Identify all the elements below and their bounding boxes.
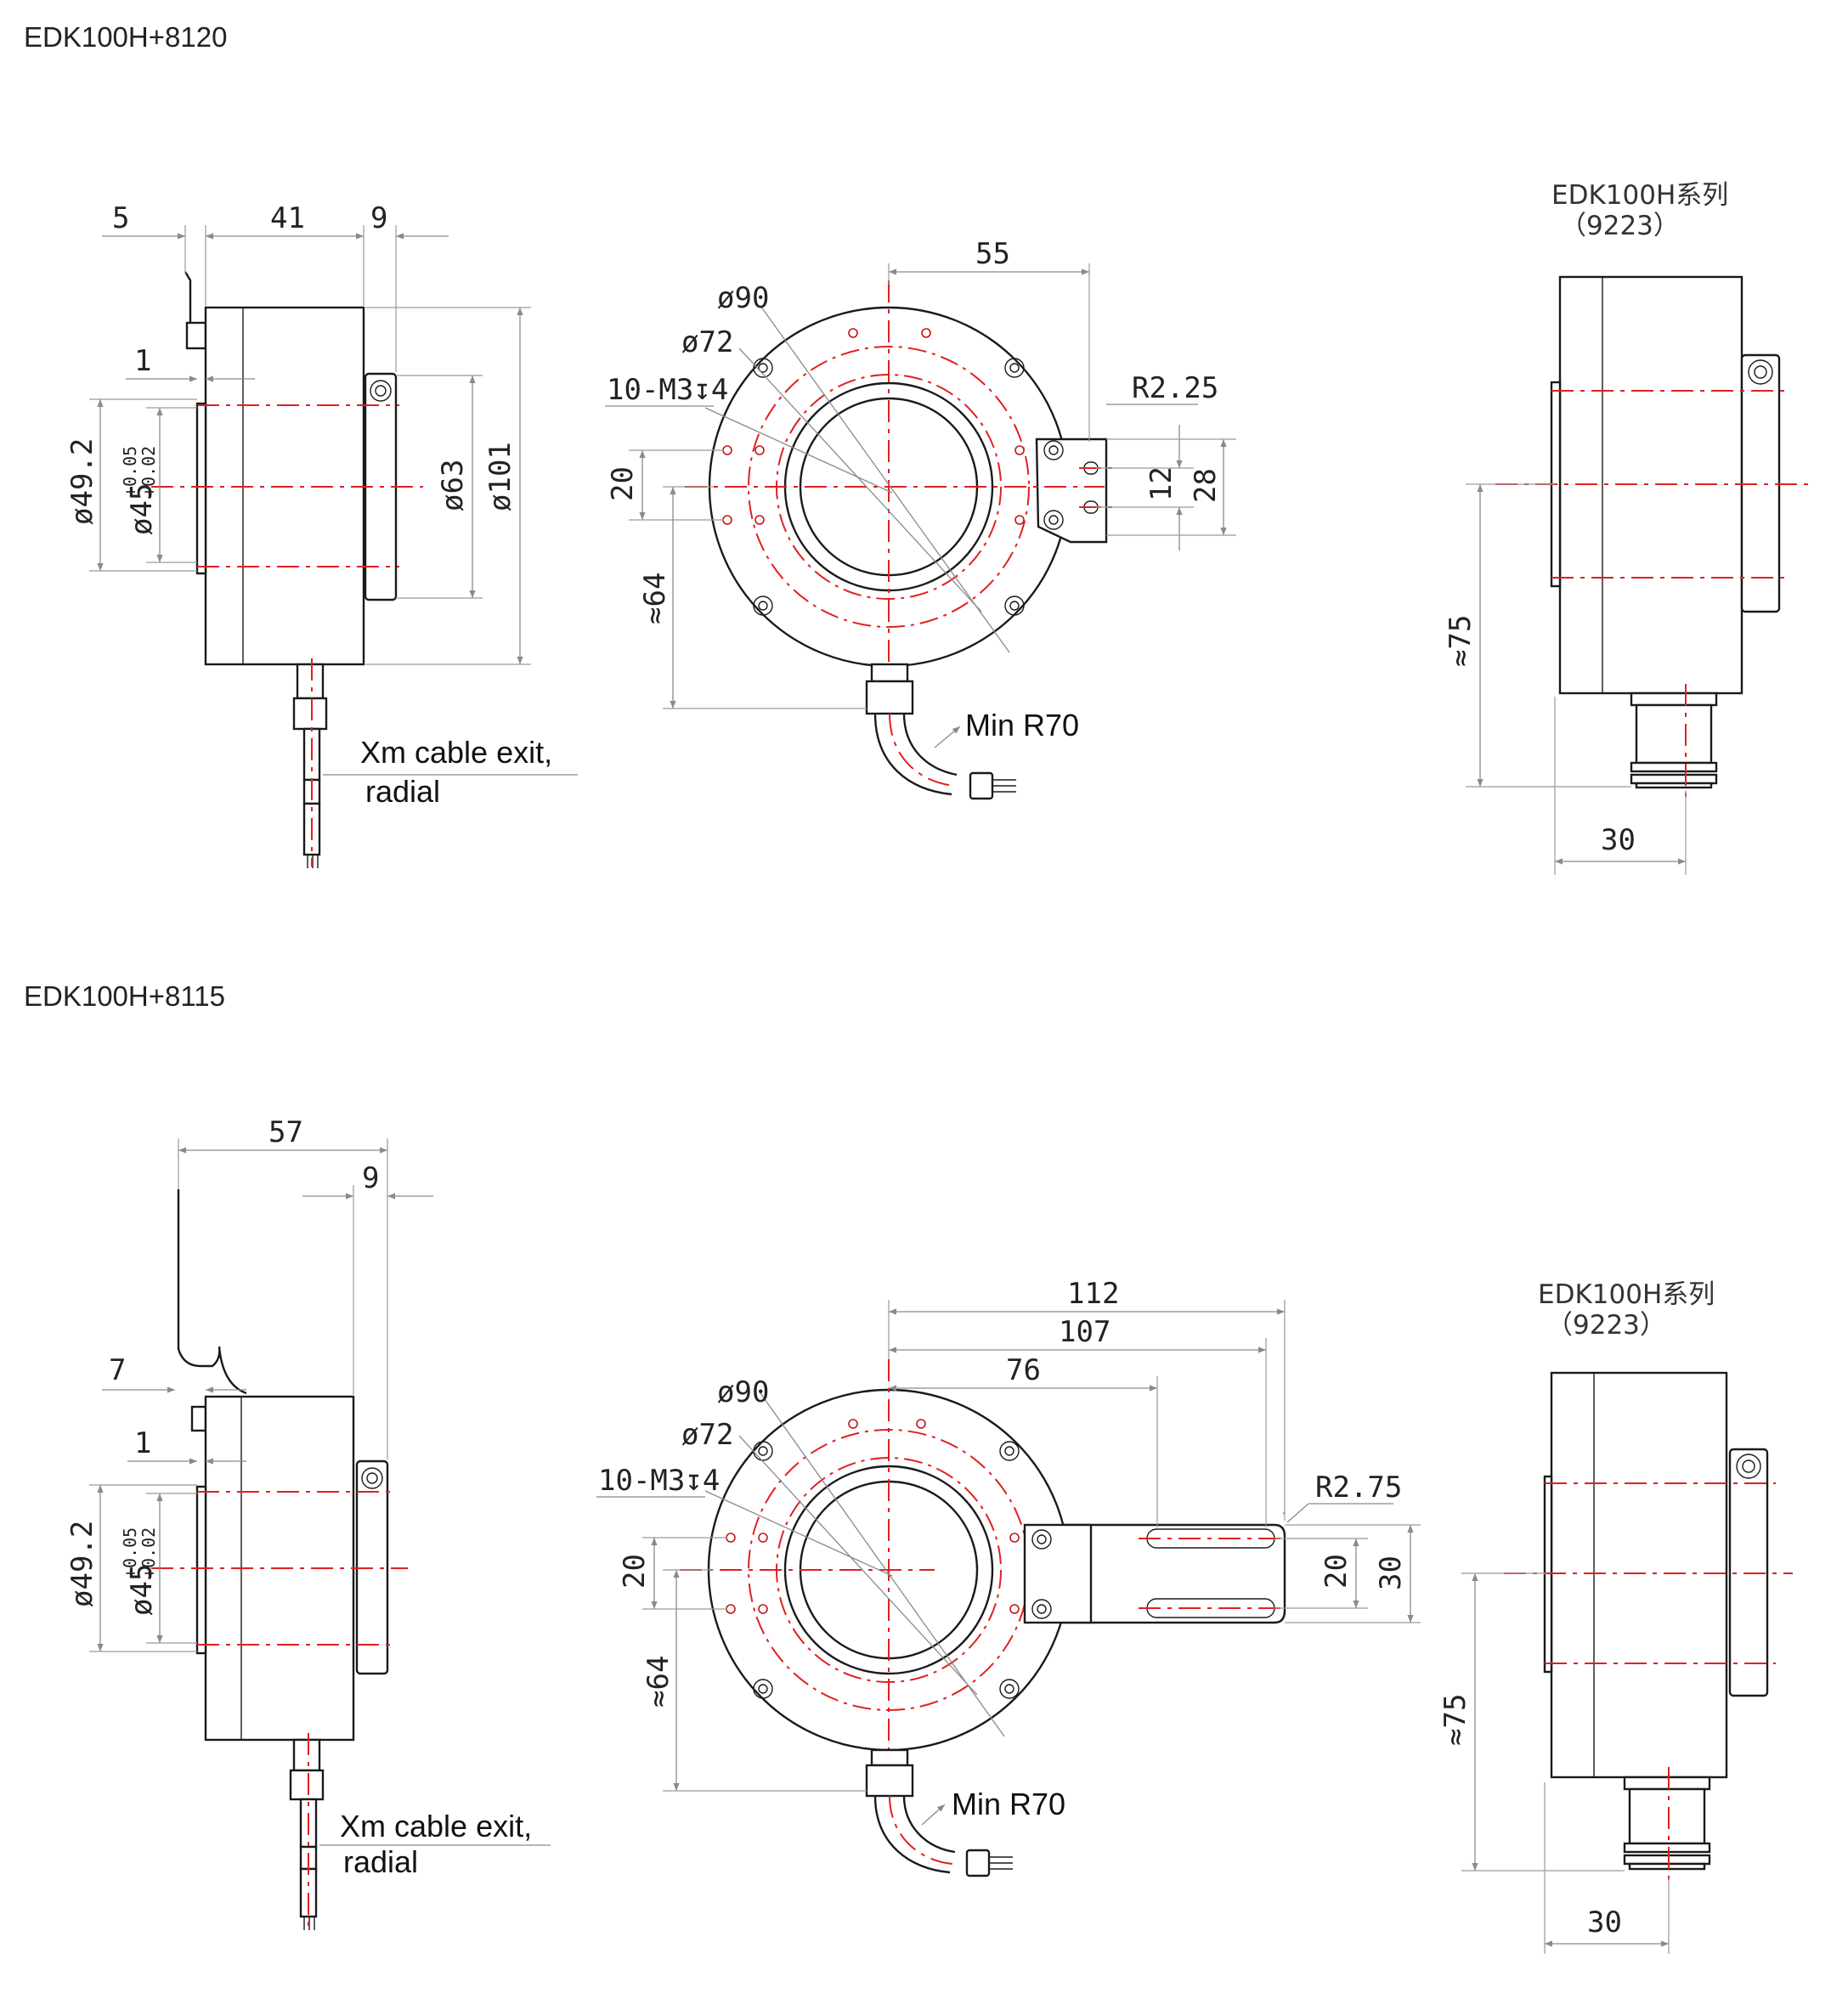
dim-55: 55: [975, 237, 1010, 271]
dim-r2-25: R2.25: [1132, 371, 1218, 405]
dim-approx-64: ≈64: [638, 573, 672, 624]
dim-20-right: 20: [1320, 1554, 1354, 1589]
dim-dia-72-b: ø72: [681, 1418, 733, 1452]
dim-approx-64-b: ≈64: [641, 1656, 675, 1708]
dim-tol-lower: +0.02: [138, 446, 159, 497]
dim-1: 1: [134, 344, 151, 378]
dim-tol-lower-b: +0.02: [138, 1527, 159, 1578]
dim-30-right: 30: [1374, 1555, 1408, 1590]
cable-exit-note-b: Xm cable exit,: [340, 1809, 532, 1843]
series-label-b: EDK100H系列: [1538, 1279, 1715, 1310]
series-view-8120: EDK100H系列 （9223） ≈75 30: [1444, 180, 1810, 875]
dim-dia-63: ø63: [436, 460, 470, 511]
cable-exit-note-2: radial: [365, 774, 440, 809]
dim-dia-90-b: ø90: [717, 1375, 769, 1409]
series-label: EDK100H系列: [1551, 180, 1728, 211]
dim-20: 20: [606, 466, 640, 501]
cable-exit-note: Xm cable exit,: [360, 735, 552, 770]
dim-5: 5: [112, 201, 129, 235]
dim-7: 7: [109, 1353, 126, 1387]
dim-dia-90: ø90: [717, 281, 769, 315]
dim-9: 9: [370, 201, 387, 235]
dim-28: 28: [1189, 468, 1223, 503]
side-view-8115: 57 9 7 1 ø49.2 ø45 +0.05 +0.02 Xm cable …: [65, 1115, 551, 1930]
section-title-8115: EDK100H+8115: [24, 980, 225, 1012]
dim-12: 12: [1144, 466, 1178, 501]
dim-approx-75: ≈75: [1444, 615, 1478, 667]
dim-approx-75-b: ≈75: [1438, 1694, 1472, 1746]
cable-exit-note-b-2: radial: [343, 1844, 418, 1879]
dim-dia-45-b: ø45: [125, 1564, 159, 1616]
dim-r2-75: R2.75: [1315, 1471, 1402, 1505]
dim-dia-45: ø45: [125, 483, 159, 535]
dim-30: 30: [1601, 823, 1636, 857]
dim-20-left: 20: [618, 1554, 652, 1589]
dim-thread-b: 10-M3↧4: [598, 1464, 720, 1498]
dim-thread: 10-M3↧4: [607, 373, 728, 407]
dim-30-b: 30: [1587, 1905, 1622, 1939]
section-title-8120: EDK100H+8120: [24, 21, 227, 53]
dim-9-b: 9: [362, 1161, 379, 1195]
dim-1-b: 1: [134, 1426, 151, 1460]
dim-107: 107: [1059, 1315, 1110, 1349]
dim-dia-49-2: ø49.2: [65, 438, 99, 525]
dim-112: 112: [1067, 1277, 1119, 1311]
front-view-8115: 112 107 76 ø90 ø72 10-M3↧4 R2.75 20 20 3…: [596, 1277, 1421, 1877]
bend-radius-note: Min R70: [965, 708, 1079, 742]
series-view-8115: EDK100H系列 （9223） ≈75 30: [1438, 1279, 1793, 1954]
dim-tol-upper-b: +0.05: [120, 1527, 140, 1578]
dim-41: 41: [270, 201, 305, 235]
dim-dia-49-2-b: ø49.2: [65, 1521, 99, 1607]
front-view-8120: 55 ø90 ø72 10-M3↧4 R2.25 20 12 28 ≈64 Mi…: [605, 237, 1236, 800]
set-screw: [185, 321, 207, 350]
dim-tol-upper: +0.05: [120, 446, 140, 497]
dim-57: 57: [268, 1115, 303, 1149]
encoder-housing-b: [1550, 1371, 1728, 1779]
bend-radius-note-b: Min R70: [952, 1787, 1065, 1821]
dim-76: 76: [1006, 1353, 1041, 1387]
series-code-b: （9223）: [1546, 1310, 1666, 1341]
dim-dia-101: ø101: [483, 442, 517, 511]
side-view-8120: 5 41 9 1 ø49.2 ø45 +0.05 +0.02 ø63 ø101 …: [65, 201, 578, 868]
dim-dia-72: ø72: [681, 325, 733, 359]
series-code: （9223）: [1560, 211, 1680, 241]
